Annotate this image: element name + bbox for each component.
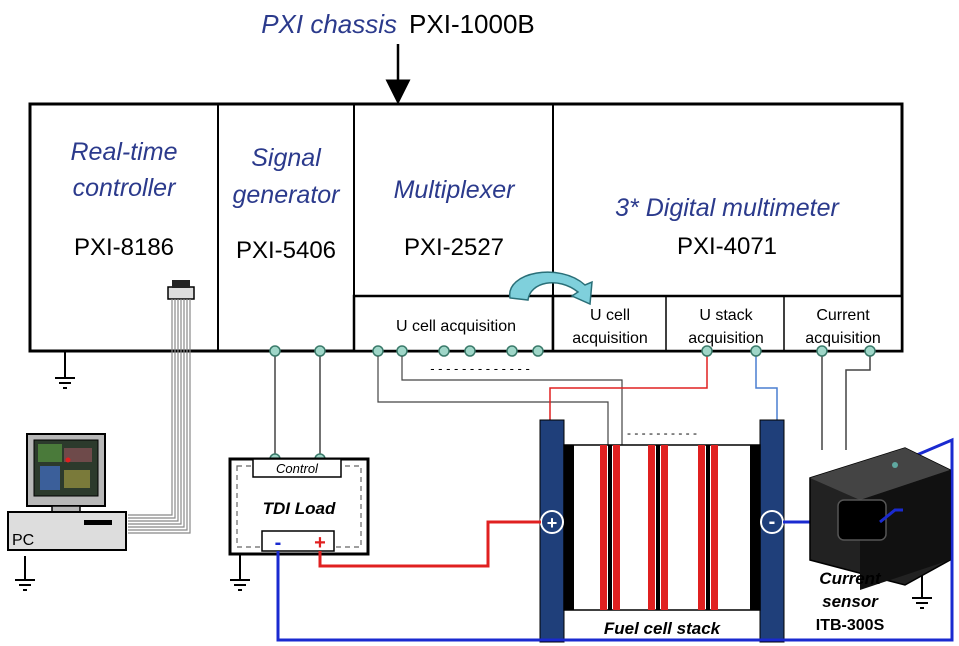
ribbon-cable: [128, 299, 191, 534]
ground-icon: [912, 575, 932, 609]
dmm-channel-box: [551, 294, 904, 353]
dmm-name: 3* Digital multimeter: [615, 194, 840, 222]
mux-port-box: [352, 294, 555, 353]
ground-icon: [55, 351, 75, 389]
ground-icon: [230, 553, 250, 591]
chassis-title: PXI chassis PXI-1000B: [261, 9, 535, 39]
dmm-channel-2-line1: U stack: [699, 307, 753, 324]
ground-icon: [15, 556, 35, 591]
load-plus-terminal: +: [314, 532, 326, 554]
controller-name-2: controller: [73, 174, 177, 202]
mux-dashes: - - - - - - - - - - - - -: [430, 361, 530, 376]
connector-pin-block: [172, 280, 190, 288]
dmm-channel-2-line2: acquisition: [688, 330, 764, 347]
chassis-model: PXI-1000B: [409, 9, 535, 39]
siggen-connectors: [269, 345, 326, 465]
dmm-channel-3-line2: acquisition: [805, 330, 881, 347]
siggen-name: Signal: [251, 144, 322, 172]
dmm-channel-1-line1: U cell: [590, 307, 630, 324]
routing-arrow-icon: [509, 271, 593, 306]
load-name: TDI Load: [263, 499, 336, 518]
load-control-label: Control: [276, 461, 319, 476]
mux-cell-wires: [377, 356, 623, 445]
pc-label: PC: [12, 532, 34, 549]
controller-name: Real-time: [71, 138, 178, 166]
positive-power-wire: [318, 520, 541, 568]
mux-port-label: U cell acquisition: [396, 318, 516, 335]
stack-label: Fuel cell stack: [604, 619, 722, 638]
siggen-name-2: generator: [232, 181, 341, 209]
tdi-load: Control TDI Load - +: [228, 457, 370, 556]
controller-connector: [167, 286, 195, 300]
mux-connectors: [372, 345, 544, 357]
controller-model: PXI-8186: [74, 234, 174, 261]
mux-model: PXI-2527: [404, 234, 504, 261]
mux-name: Multiplexer: [394, 176, 517, 204]
current-sensor-icon: [809, 447, 951, 590]
chassis-italic-label: PXI chassis: [261, 9, 397, 39]
siggen-model: PXI-5406: [236, 237, 336, 264]
stack-plus-terminal: +: [547, 513, 558, 533]
load-minus-terminal: -: [275, 532, 282, 554]
dmm-channel-1-line2: acquisition: [572, 330, 648, 347]
stack-dashes: - - - - - - - - - -: [627, 426, 697, 440]
sensor-label-line2: sensor: [822, 592, 879, 611]
stack-minus-terminal: -: [769, 511, 776, 533]
dmm-channel-3-line1: Current: [816, 307, 870, 324]
pc-computer-icon: PC: [7, 433, 127, 551]
sensor-label-line1: Current: [819, 569, 882, 588]
dmm-model: PXI-4071: [677, 233, 777, 260]
sensor-model: ITB-300S: [816, 617, 885, 634]
fuel-cell-stack: + - - - - - - - - - - - Fuel cell stack: [539, 419, 785, 643]
dmm-connectors: [549, 345, 876, 450]
